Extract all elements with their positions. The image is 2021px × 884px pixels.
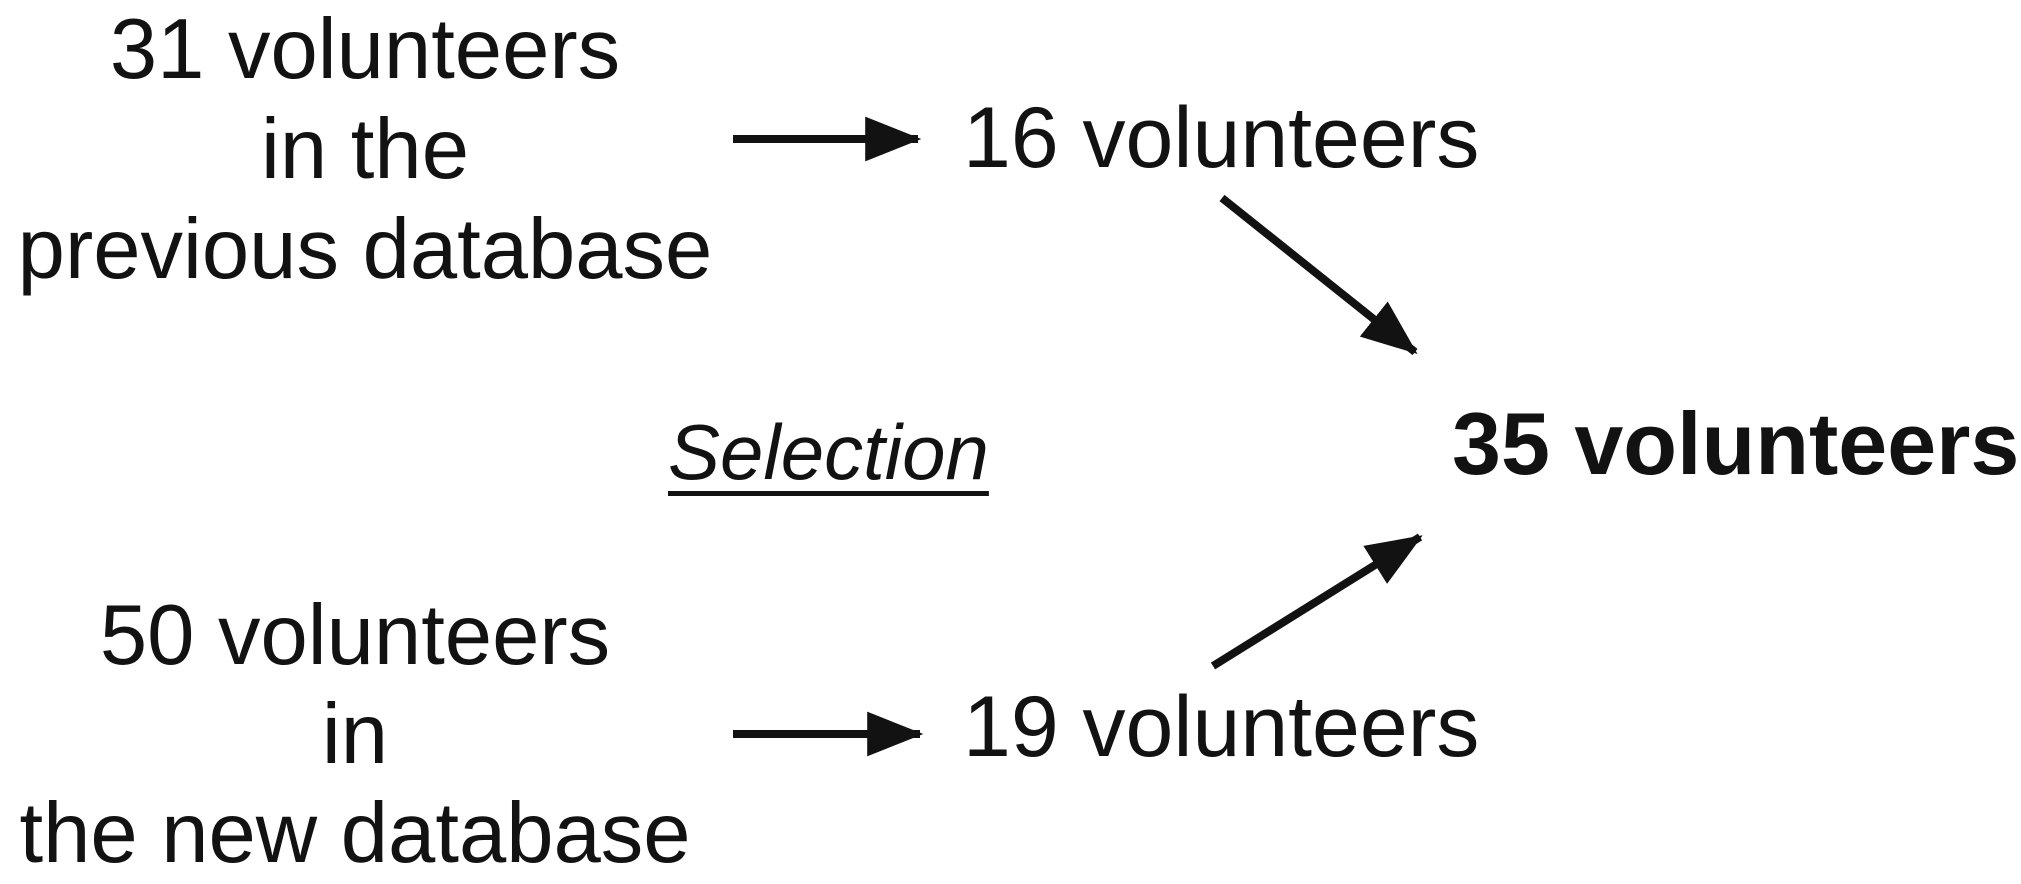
- node-16-volunteers: 16 volunteers: [963, 90, 1480, 186]
- node-new-database: 50 volunteers in the new database: [10, 586, 700, 883]
- process-label-selection: Selection: [668, 408, 989, 496]
- node-new-database-line3: the new database: [19, 786, 691, 881]
- node-previous-database-line3: previous database: [17, 202, 713, 297]
- node-19-volunteers: 19 volunteers: [963, 679, 1480, 775]
- node-new-database-line2: in: [321, 687, 389, 782]
- node-previous-database-line2: in the: [261, 102, 469, 197]
- node-new-database-line1: 50 volunteers: [99, 588, 611, 683]
- arrow-16-to-total-icon: [1219, 194, 1418, 356]
- node-previous-database: 31 volunteers in the previous database: [15, 0, 715, 300]
- node-previous-database-line1: 31 volunteers: [109, 2, 621, 97]
- arrow-19-to-total-icon: [1210, 533, 1423, 670]
- node-35-volunteers-total: 35 volunteers: [1452, 394, 2020, 493]
